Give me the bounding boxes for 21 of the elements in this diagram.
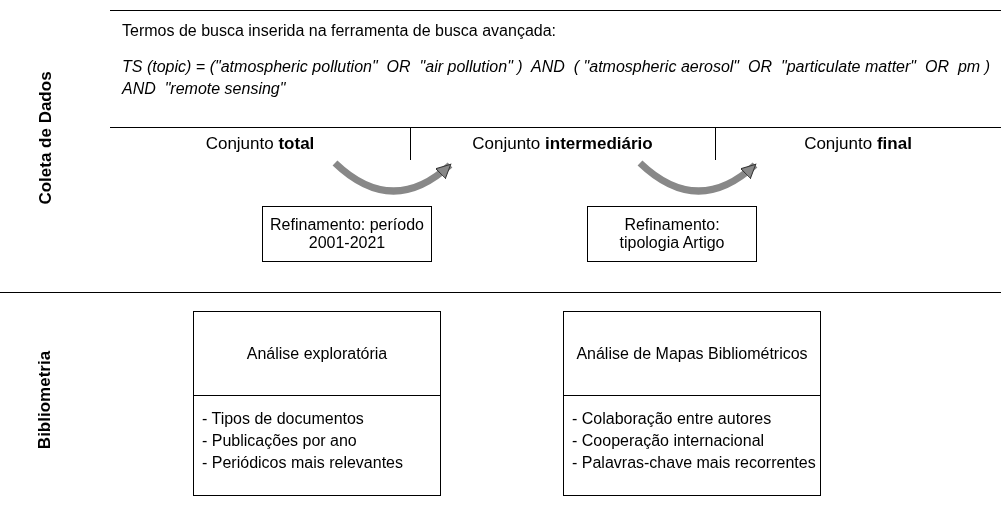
section-title: Coleta de Dados	[35, 70, 56, 205]
list-item: - Tipos de documentos	[202, 409, 364, 429]
box-heading: Análise exploratória	[246, 344, 388, 363]
list-item: - Publicações por ano	[202, 431, 357, 451]
analysis-box	[193, 311, 441, 496]
analysis-box	[563, 311, 821, 496]
curved-arrow	[637, 160, 758, 195]
box-heading: Análise de Mapas Bibliométricos	[576, 344, 808, 363]
set-label: Conjunto final	[715, 127, 1001, 165]
list-item: - Periódicos mais relevantes	[202, 453, 403, 473]
refinement-box: Refinamento: tipologia Artigo	[587, 206, 757, 262]
search-terms-heading: Termos de busca inserida na ferramenta de busca avançada:	[122, 22, 557, 40]
list-item: - Colaboração entre autores	[572, 409, 772, 429]
refinement-box: Refinamento: período 2001-2021	[262, 206, 432, 262]
set-label: Conjunto intermediário	[410, 127, 715, 165]
search-query: TS (topic) = ("atmospheric pollution" OR "air pollution" ) AND ( "atmospheric aerosol" OR "particulate matter" OR pm ) AND "remote sensing"	[122, 57, 990, 99]
section-title: Bibliometria	[35, 350, 56, 449]
set-label: Conjunto total	[110, 127, 410, 165]
list-item: - Cooperação internacional	[572, 431, 765, 451]
curved-arrow	[332, 160, 453, 195]
list-item: - Palavras-chave mais recorrentes	[572, 453, 816, 473]
